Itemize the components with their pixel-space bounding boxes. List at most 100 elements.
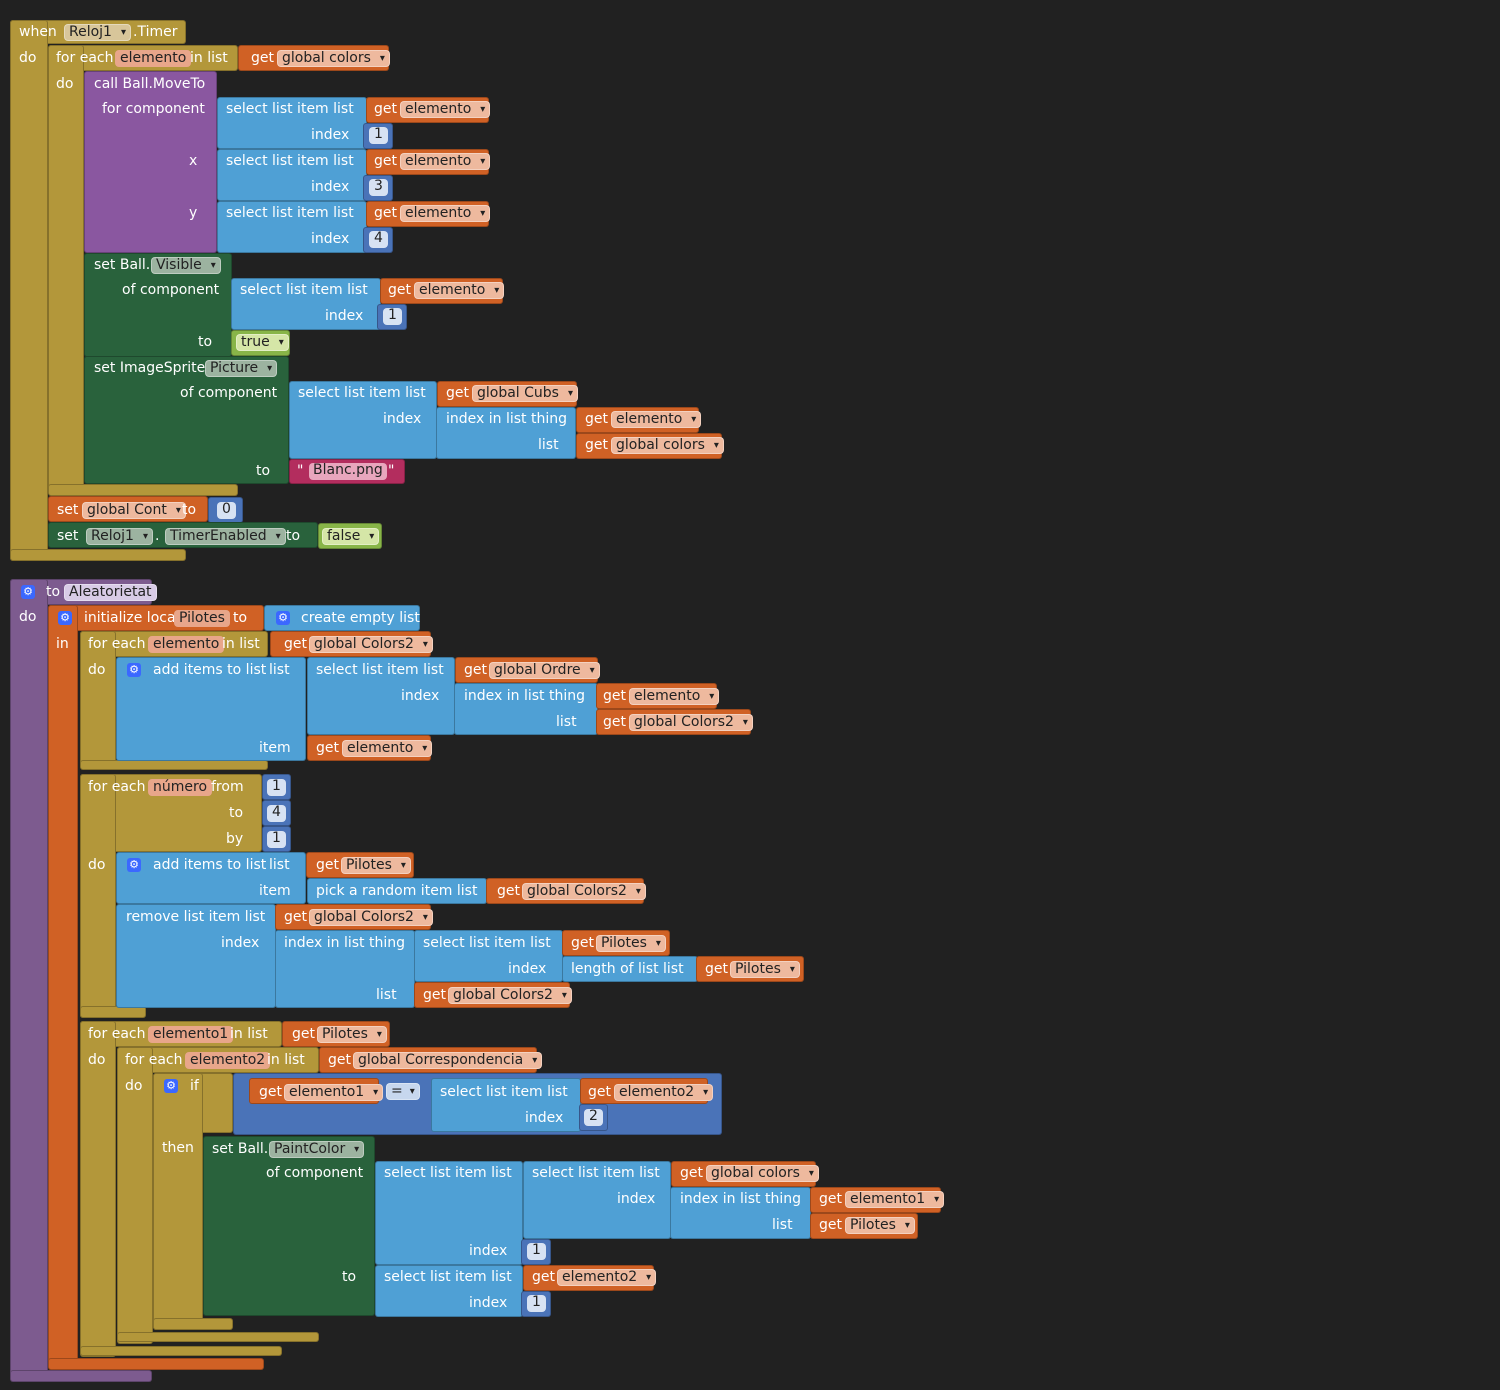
- index-in-list-block[interactable]: [275, 930, 415, 1008]
- index-in-list-block[interactable]: [436, 407, 576, 459]
- procedure-spine: [10, 579, 48, 1381]
- number-value[interactable]: 1: [383, 308, 402, 325]
- index-in-list-block[interactable]: [454, 683, 598, 735]
- quote-open: ": [297, 463, 304, 479]
- component-dropdown[interactable]: Reloj1: [86, 528, 153, 545]
- variable-dropdown[interactable]: elemento: [611, 411, 702, 428]
- variable-dropdown[interactable]: global colors: [277, 50, 390, 67]
- variable-dropdown[interactable]: elemento: [629, 688, 720, 705]
- number-value[interactable]: 2: [584, 1109, 603, 1126]
- component-dropdown[interactable]: Reloj1: [64, 24, 131, 41]
- select-list-item-block[interactable]: [217, 201, 367, 253]
- variable-dropdown[interactable]: Pilotes: [730, 961, 800, 978]
- get-label: get: [571, 935, 594, 951]
- event-body-spine: [10, 20, 48, 561]
- variable-dropdown[interactable]: global Colors2: [522, 883, 646, 900]
- to-label: to: [256, 463, 271, 479]
- add-items-to-list-block[interactable]: [116, 657, 306, 761]
- variable-dropdown[interactable]: global Colors2: [448, 987, 572, 1004]
- select-list-item-block[interactable]: [414, 930, 563, 982]
- variable-dropdown[interactable]: elemento: [414, 282, 505, 299]
- moveto-block[interactable]: [84, 71, 217, 253]
- index-in-list-block[interactable]: [670, 1187, 811, 1239]
- variable-dropdown[interactable]: elemento: [342, 740, 433, 757]
- variable-dropdown[interactable]: global colors: [706, 1165, 819, 1182]
- variable-dropdown[interactable]: elemento: [400, 205, 491, 222]
- variable-dropdown[interactable]: Pilotes: [596, 935, 666, 952]
- number-block[interactable]: [521, 1291, 551, 1317]
- number-value[interactable]: 1: [369, 127, 388, 144]
- procedure-name-field[interactable]: Aleatorietat: [64, 584, 157, 601]
- number-value[interactable]: 1: [267, 779, 286, 796]
- add-items-to-list-block[interactable]: [116, 852, 306, 904]
- remove-list-item-block[interactable]: [116, 904, 276, 1008]
- select-list-item-block[interactable]: [217, 97, 367, 149]
- gear-icon[interactable]: ⚙: [276, 611, 290, 625]
- variable-dropdown[interactable]: global Ordre: [489, 662, 600, 679]
- select-list-item-label: select list item list: [226, 101, 354, 117]
- variable-dropdown[interactable]: Pilotes: [845, 1217, 915, 1234]
- variable-dropdown[interactable]: global Colors2: [309, 909, 433, 926]
- gear-icon[interactable]: ⚙: [21, 585, 35, 599]
- select-list-item-block[interactable]: [375, 1161, 523, 1265]
- set-paintcolor-block[interactable]: [203, 1136, 375, 1316]
- loop-variable[interactable]: elemento: [148, 636, 225, 653]
- variable-dropdown[interactable]: Pilotes: [341, 857, 411, 874]
- number-value[interactable]: 4: [267, 805, 286, 822]
- select-list-item-label: select list item list: [226, 205, 354, 221]
- variable-dropdown[interactable]: global Correspondencia: [353, 1052, 543, 1069]
- select-list-item-block[interactable]: [217, 149, 367, 201]
- variable-dropdown[interactable]: elemento1: [845, 1191, 945, 1208]
- number-value[interactable]: 4: [369, 231, 388, 248]
- number-value[interactable]: 1: [527, 1243, 546, 1260]
- loop-variable[interactable]: elemento: [115, 50, 192, 67]
- create-empty-list-block[interactable]: [264, 605, 420, 631]
- index-label: index: [469, 1295, 508, 1311]
- foreach-footer: [48, 484, 238, 496]
- gear-icon[interactable]: ⚙: [127, 858, 141, 872]
- number-block[interactable]: [377, 304, 407, 330]
- boolean-dropdown[interactable]: true: [236, 334, 289, 351]
- index-in-list-label: index in list thing: [464, 688, 585, 704]
- select-list-item-block[interactable]: [307, 657, 455, 735]
- number-value[interactable]: 3: [369, 179, 388, 196]
- property-dropdown[interactable]: Visible: [151, 257, 221, 274]
- set-picture-block[interactable]: [84, 356, 289, 484]
- dot-label: .: [155, 528, 160, 544]
- variable-dropdown[interactable]: global Cont: [82, 502, 186, 519]
- local-variable-name[interactable]: Pilotes: [174, 610, 230, 627]
- loop-variable[interactable]: número: [148, 779, 213, 796]
- number-value[interactable]: 1: [267, 831, 286, 848]
- loop-variable[interactable]: elemento1: [148, 1026, 234, 1043]
- procedure-footer: [10, 1370, 152, 1382]
- gear-icon[interactable]: ⚙: [164, 1079, 178, 1093]
- variable-dropdown[interactable]: elemento2: [557, 1269, 657, 1286]
- property-dropdown[interactable]: PaintColor: [269, 1141, 365, 1158]
- text-value[interactable]: Blanc.png: [309, 463, 387, 480]
- select-list-item-block[interactable]: [375, 1265, 523, 1317]
- boolean-dropdown[interactable]: false: [322, 528, 380, 545]
- pick-random-item-block[interactable]: [307, 878, 487, 904]
- property-dropdown[interactable]: Picture: [205, 360, 278, 377]
- variable-dropdown[interactable]: elemento: [400, 101, 491, 118]
- select-list-item-block[interactable]: [289, 381, 437, 459]
- variable-dropdown[interactable]: elemento1: [284, 1084, 384, 1101]
- select-list-item-block[interactable]: [523, 1161, 671, 1239]
- gear-icon[interactable]: ⚙: [127, 663, 141, 677]
- operator-dropdown[interactable]: =: [386, 1083, 420, 1100]
- do-label: do: [88, 662, 106, 678]
- variable-dropdown[interactable]: Pilotes: [317, 1026, 387, 1043]
- of-component-label: of component: [266, 1165, 364, 1181]
- loop-variable[interactable]: elemento2: [185, 1052, 271, 1069]
- number-value[interactable]: 0: [217, 502, 236, 519]
- variable-dropdown[interactable]: global Colors2: [309, 636, 433, 653]
- number-value[interactable]: 1: [527, 1295, 546, 1312]
- property-dropdown[interactable]: TimerEnabled: [165, 528, 286, 545]
- variable-dropdown[interactable]: elemento: [400, 153, 491, 170]
- select-list-item-block[interactable]: [231, 278, 381, 330]
- variable-dropdown[interactable]: elemento2: [614, 1084, 714, 1101]
- variable-dropdown[interactable]: global colors: [611, 437, 724, 454]
- gear-icon[interactable]: ⚙: [58, 611, 72, 625]
- variable-dropdown[interactable]: global Cubs: [472, 385, 578, 402]
- variable-dropdown[interactable]: global Colors2: [629, 714, 753, 731]
